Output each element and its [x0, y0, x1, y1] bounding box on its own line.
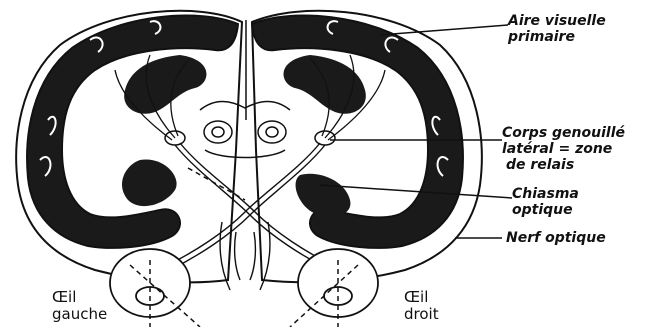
label-chiasm-line2: optique: [512, 202, 579, 218]
label-right-eye-line2: droit: [404, 306, 439, 323]
label-right-eye: Œil droit: [404, 289, 439, 323]
label-left-eye: Œil gauche: [52, 289, 107, 323]
label-left-eye-line1: Œil: [52, 289, 107, 306]
label-chiasm-line1: Chiasma: [512, 186, 579, 202]
label-right-eye-line1: Œil: [404, 289, 439, 306]
label-optic-chiasm: Chiasma optique: [512, 186, 579, 218]
label-optic-nerve: Nerf optique: [506, 230, 606, 246]
label-visual-cortex: Aire visuelle primaire: [508, 13, 606, 45]
label-lgn-line2: latéral = zone: [502, 141, 625, 157]
label-lateral-geniculate: Corps genouillé latéral = zone de relais: [502, 125, 625, 173]
label-lgn-line1: Corps genouillé: [502, 125, 625, 141]
label-optic-nerve-text: Nerf optique: [506, 230, 606, 246]
label-lgn-line3: de relais: [502, 157, 625, 173]
label-left-eye-line2: gauche: [52, 306, 107, 323]
label-visual-cortex-line1: Aire visuelle: [508, 13, 606, 29]
label-visual-cortex-line2: primaire: [508, 29, 606, 45]
